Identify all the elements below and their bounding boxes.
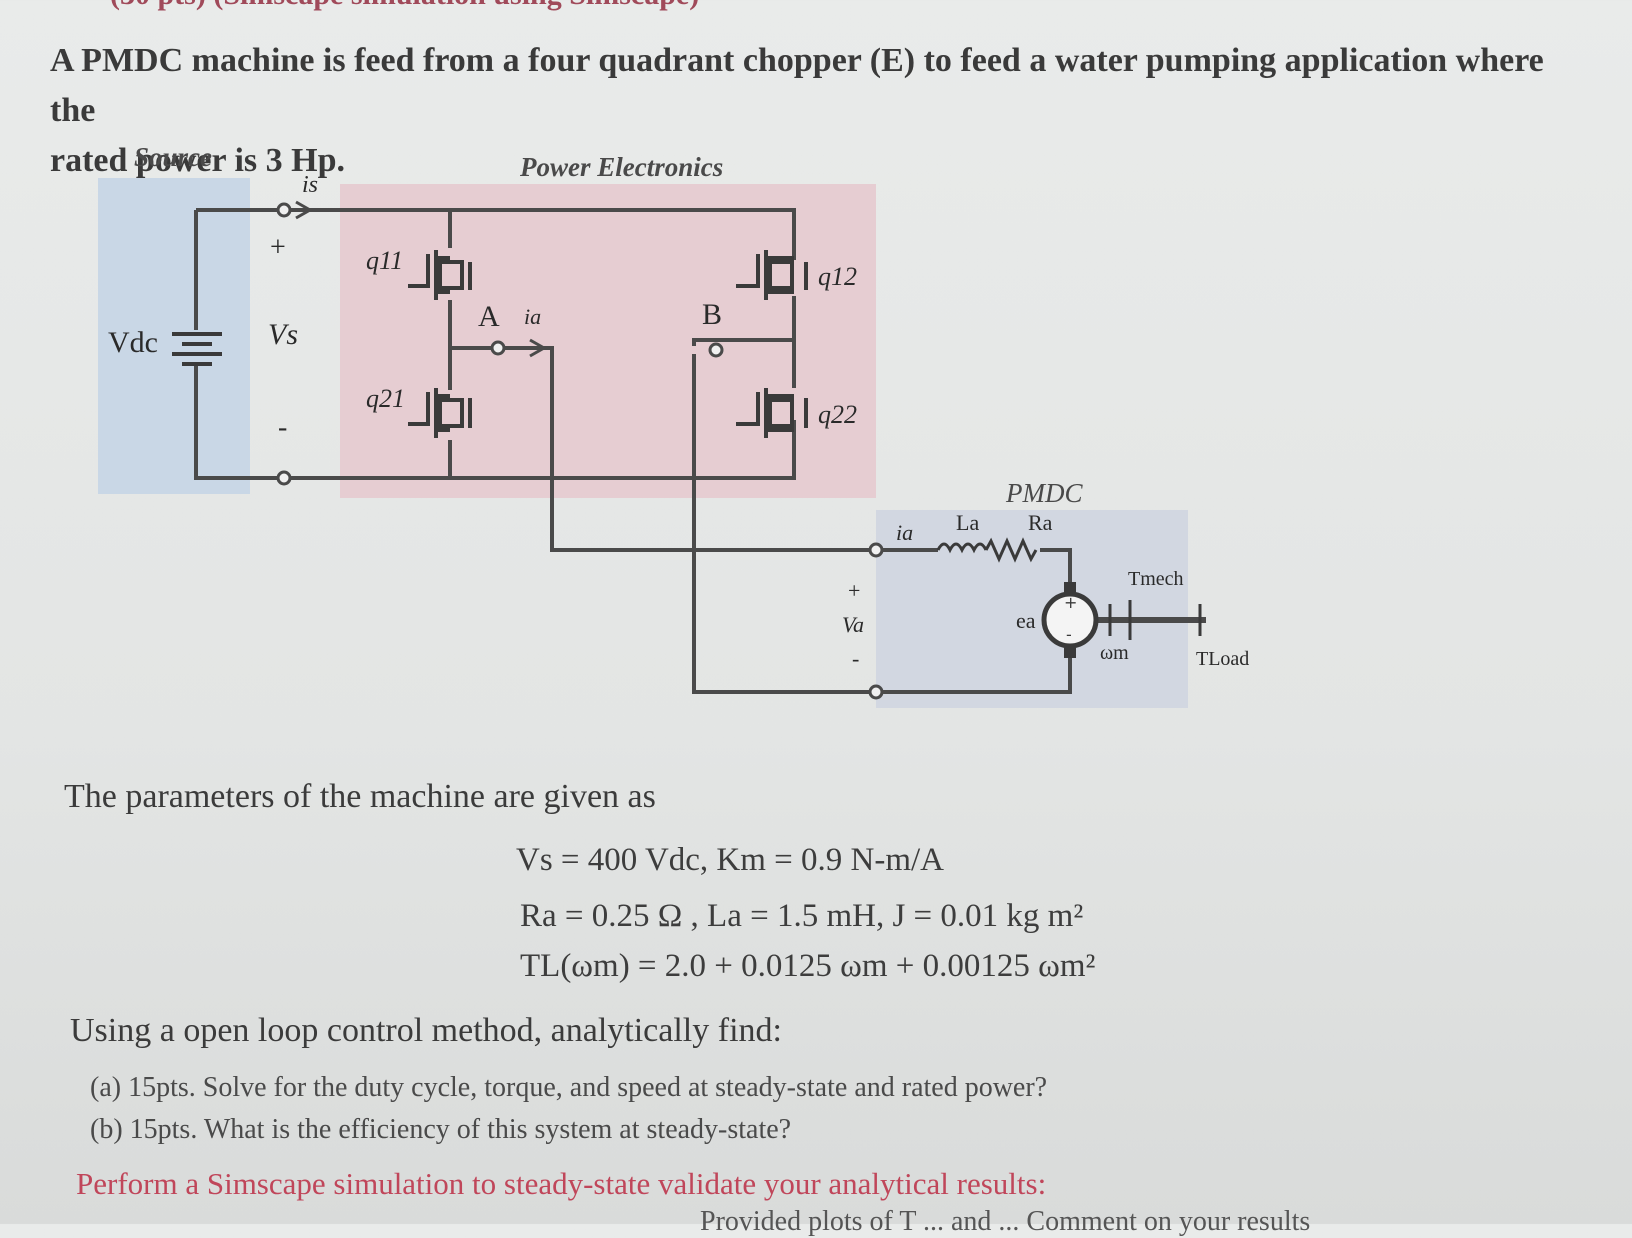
terminal-motor-bottom [868,684,884,700]
mosfet-q22-icon [736,388,808,438]
power-electronics-label: Power Electronics [520,152,724,182]
equation-2: Ra = 0.25 Ω , La = 1.5 mH, J = 0.01 kg m… [520,898,1084,934]
circuit-diagram: + - [98,178,1206,708]
mosfet-q21-icon [408,388,472,438]
wm-label: ωm [1100,642,1129,664]
equation-3: TL(ωm) = 2.0 + 0.0125 ωm + 0.00125 ωm² [520,948,1096,984]
ia-arrow-icon [529,338,548,358]
problem-line-2: rated power is 3 Hp. [50,142,345,179]
inductor-icon [936,542,988,554]
terminal-a [490,340,506,356]
node-b-label: B [702,298,723,331]
terminal-b [708,342,724,358]
simulation-instruction: Perform a Simscape simulation to steady-… [76,1166,1047,1201]
is-arrow-icon [295,200,314,220]
terminals [276,202,884,700]
va-label: Va [842,612,864,637]
ia-top-label: ia [524,304,542,329]
svg-text:-: - [1066,625,1072,644]
mosfet-q11-icon [408,250,472,300]
source-label: Source [134,142,213,172]
question-text: Using a open loop control method, analyt… [70,1012,782,1049]
header-fragment: (30 pts) (Simscape simulation using Sims… [110,0,699,12]
tload-label: TLoad [1196,648,1250,670]
resistor-icon [984,537,1038,563]
ea-label: ea [1016,608,1036,633]
va-plus: + [848,578,861,603]
motor-icon [1041,591,1099,649]
terminal-bottom [276,470,292,486]
battery-icon [172,332,222,366]
source-plus: + [270,232,286,263]
q12-label: q12 [818,262,857,291]
bottom-fragment: Provided plots of T ... and ... Comment … [700,1206,1311,1237]
terminal-top [276,202,292,218]
va-minus: - [852,646,860,671]
problem-statement: A PMDC machine is feed from a four quadr… [50,36,1590,186]
node-a-label: A [478,300,500,333]
ia-motor-label: ia [896,520,914,545]
q22-label: q22 [818,400,857,429]
pmdc-label: PMDC [1006,478,1083,508]
parameters-intro: The parameters of the machine are given … [64,778,656,815]
terminal-motor-top [868,542,884,558]
svg-text:+: + [1064,593,1077,612]
ra-label: Ra [1028,510,1053,535]
wires [194,208,1206,694]
mosfet-q12-icon [736,250,808,300]
vdc-label: Vdc [108,326,158,359]
vs-label: Vs [268,318,298,351]
la-label: La [956,510,980,535]
is-label: is [302,172,319,198]
shaft-icon [1108,600,1202,640]
part-a: (a) 15pts. Solve for the duty cycle, tor… [90,1072,1048,1103]
equation-1: Vs = 400 Vdc, Km = 0.9 N-m/A [516,842,945,878]
pmdc-block [876,510,1188,708]
source-minus: - [278,412,288,443]
q11-label: q11 [366,246,404,275]
problem-line-1: A PMDC machine is feed from a four quadr… [50,42,1544,129]
tmech-label: Tmech [1128,568,1184,590]
q21-label: q21 [366,384,405,413]
part-b: (b) 15pts. What is the efficiency of thi… [90,1114,792,1145]
